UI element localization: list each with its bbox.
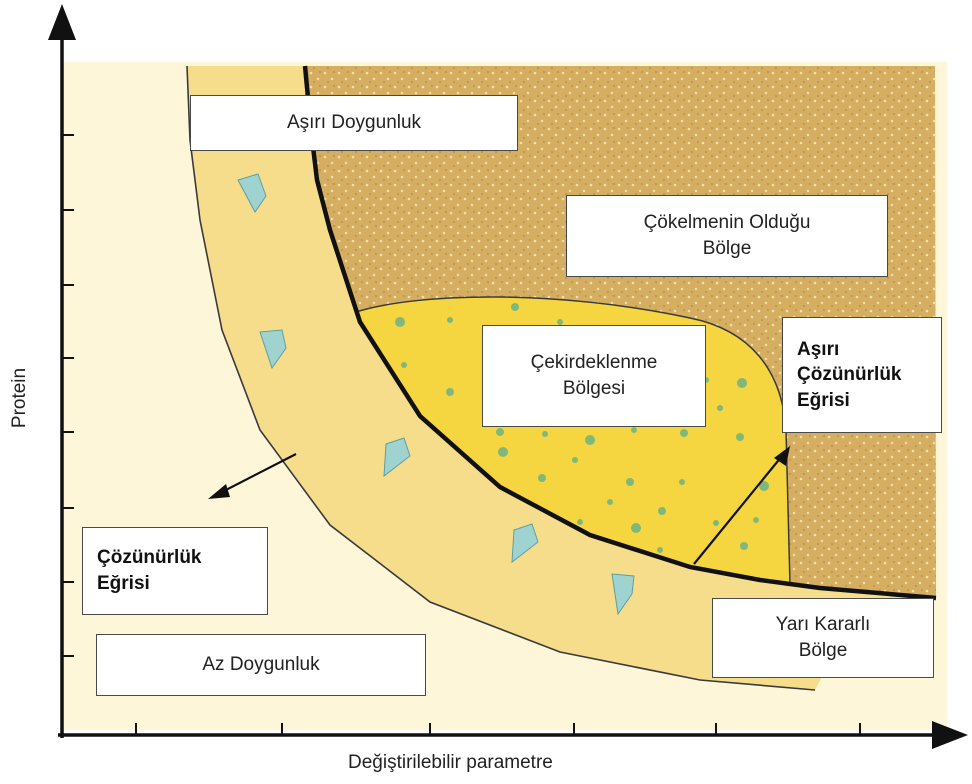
label-undersaturation: Az Doygunluk [96, 634, 426, 696]
nucleus-dot [713, 520, 719, 526]
label-supersolubility-line3: Eğrisi [797, 388, 850, 414]
nucleus-dot [511, 303, 519, 311]
nucleus-dot [538, 474, 546, 482]
nucleus-dot [498, 447, 508, 457]
nucleus-dot [717, 405, 723, 411]
y-axis-title: Protein [9, 368, 31, 428]
nucleus-dot [401, 362, 407, 368]
label-solubility-line1: Çözünürlük [97, 545, 202, 571]
label-nucleation-line1: Çekirdeklenme [531, 350, 658, 376]
label-precipitation: Çökelmenin Olduğu Bölge [566, 195, 888, 277]
nucleus-dot [585, 435, 595, 445]
y-axis-arrowhead [48, 4, 76, 40]
label-solubility-line2: Eğrisi [97, 571, 150, 597]
nucleus-dot [740, 542, 748, 550]
nucleus-dot [679, 479, 685, 485]
x-axis-arrowhead [932, 721, 968, 749]
nucleus-dot [658, 507, 666, 515]
nucleus-dot [572, 457, 578, 463]
nucleus-dot [607, 499, 613, 505]
label-supersaturation: Aşırı Doygunluk [190, 95, 518, 151]
label-metastable: Yarı Kararlı Bölge [712, 598, 934, 678]
nucleus-dot [737, 378, 747, 388]
label-precipitation-line2: Bölge [703, 236, 752, 262]
nucleus-dot [680, 429, 688, 437]
label-supersolubility-line2: Çözünürlük [797, 362, 902, 388]
nucleus-dot [496, 428, 504, 436]
nucleus-dot [447, 317, 453, 323]
nucleus-dot [395, 317, 405, 327]
nucleus-dot [631, 523, 641, 533]
nucleus-dot [542, 431, 548, 437]
nucleus-dot [736, 433, 744, 441]
nucleus-dot [446, 388, 454, 396]
nucleus-dot [753, 517, 759, 523]
nucleus-dot [657, 547, 663, 553]
nucleus-dot [626, 478, 634, 486]
label-solubility-curve: Çözünürlük Eğrisi [82, 527, 268, 615]
x-axis-title: Değiştirilebilir parametre [348, 752, 553, 774]
label-metastable-line2: Bölge [799, 638, 848, 664]
label-metastable-line1: Yarı Kararlı [776, 612, 871, 638]
nucleus-dot [577, 519, 583, 525]
label-precipitation-line1: Çökelmenin Olduğu [644, 210, 811, 236]
label-supersolubility-curve: Aşırı Çözünürlük Eğrisi [782, 317, 942, 433]
label-nucleation: Çekirdeklenme Bölgesi [482, 325, 706, 427]
nucleus-dot [631, 427, 637, 433]
label-supersolubility-line1: Aşırı [797, 337, 839, 363]
label-supersaturation-text: Aşırı Doygunluk [287, 110, 421, 136]
label-nucleation-line2: Bölgesi [563, 376, 625, 402]
label-undersaturation-text: Az Doygunluk [202, 652, 319, 678]
